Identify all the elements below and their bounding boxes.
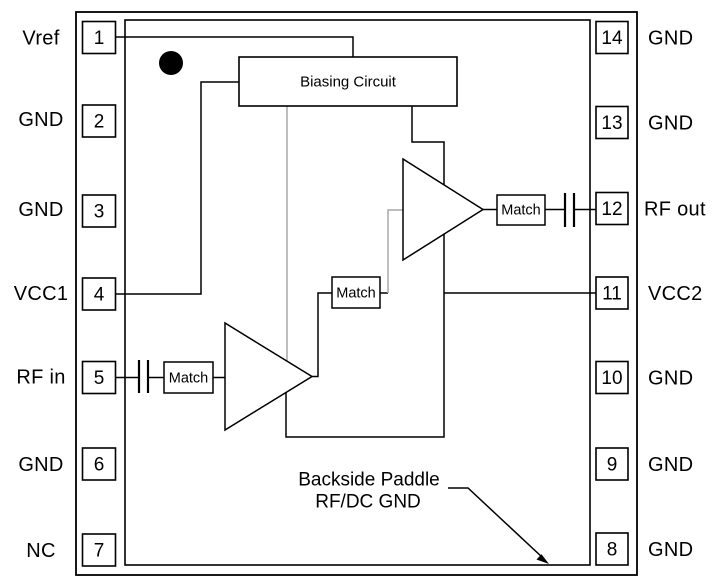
pin-box-4 [81, 277, 117, 311]
pin-number-3: 3 [94, 202, 105, 223]
pin-label-rfin: RF in [16, 367, 65, 389]
pin-number-1: 1 [94, 28, 105, 49]
biasing-circuit-block [238, 56, 458, 107]
pin-box-3 [81, 194, 117, 228]
right-pins: 14 13 12 11 10 9 8 [595, 20, 629, 566]
wires-black [115, 36, 596, 438]
pin-label-gnd10: GND [648, 368, 693, 390]
pin-box-12 [595, 191, 629, 226]
pin-label-nc: NC [26, 540, 56, 562]
pin-box-1 [81, 20, 117, 55]
pin-number-11: 11 [602, 284, 622, 305]
pin-box-6 [81, 447, 117, 481]
pin-label-gnd6: GND [18, 454, 63, 476]
biasing-circuit-label: Biasing Circuit [300, 74, 397, 91]
pin-label-gnd2: GND [18, 109, 63, 131]
vcc1-wire [115, 81, 239, 295]
output-match-label: Match [501, 203, 541, 219]
left-pins: 1 2 3 4 5 6 7 [81, 20, 117, 567]
pin-box-13 [595, 105, 629, 140]
amp1-to-interstage-match-wire [312, 292, 332, 378]
pin-number-7: 7 [94, 541, 105, 562]
pin-number-4: 4 [94, 285, 105, 306]
pin-label-rfout: RF out [644, 199, 706, 221]
capacitors [137, 193, 576, 393]
pin-label-vref: Vref [22, 28, 59, 50]
stage-ground-loop-wire [285, 234, 445, 438]
pin-number-5: 5 [94, 368, 105, 389]
amp-stage1-triangle-icon [224, 321, 314, 432]
interstage-match-block [331, 276, 381, 309]
vref-wire [115, 36, 354, 57]
output-match-block [496, 194, 546, 226]
amp-stage2-triangle-icon [402, 157, 485, 262]
pin-number-6: 6 [94, 455, 105, 476]
pin-box-11 [595, 276, 629, 310]
pin-label-gnd8: GND [648, 539, 693, 561]
backside-paddle-text-line1: Backside Paddle [298, 470, 440, 491]
pin-label-gnd9: GND [648, 454, 693, 476]
pin-box-9 [595, 447, 629, 481]
interstage-to-amp2-wire [387, 209, 403, 293]
arrowhead-icon [536, 554, 549, 564]
pin-box-8 [595, 532, 629, 566]
pin-label-gnd3: GND [18, 199, 63, 221]
pin-box-7 [81, 533, 117, 567]
pin-box-10 [595, 360, 629, 395]
wires-gray [286, 106, 403, 361]
pin-number-8: 8 [607, 540, 618, 561]
input-match-label: Match [169, 371, 209, 387]
annotation-leader-line [448, 487, 544, 559]
pin-label-gnd14: GND [648, 28, 693, 50]
pin-label-vcc1: VCC1 [14, 283, 69, 305]
input-match-block [163, 361, 214, 394]
pin-number-13: 13 [601, 113, 622, 134]
backside-paddle-text-line2: RF/DC GND [315, 492, 421, 513]
pin-number-2: 2 [94, 112, 105, 133]
pin-label-gnd13: GND [648, 113, 693, 135]
pin-box-5 [81, 360, 117, 395]
pin-label-vcc2: VCC2 [648, 283, 703, 305]
right-pin-labels: GND GND RF out VCC2 GND GND GND [644, 28, 706, 562]
interstage-match-label: Match [336, 286, 376, 302]
left-pin-labels: Vref GND GND VCC1 RF in GND NC [14, 28, 69, 563]
pin-number-12: 12 [601, 199, 622, 220]
bias-to-stage2-wire [411, 106, 445, 185]
pin1-marker-dot-icon [159, 51, 183, 75]
pin-box-2 [81, 104, 117, 138]
pin-number-10: 10 [601, 368, 622, 389]
pin-number-14: 14 [601, 28, 623, 49]
pin-box-14 [595, 20, 629, 55]
pin-number-9: 9 [607, 455, 618, 476]
